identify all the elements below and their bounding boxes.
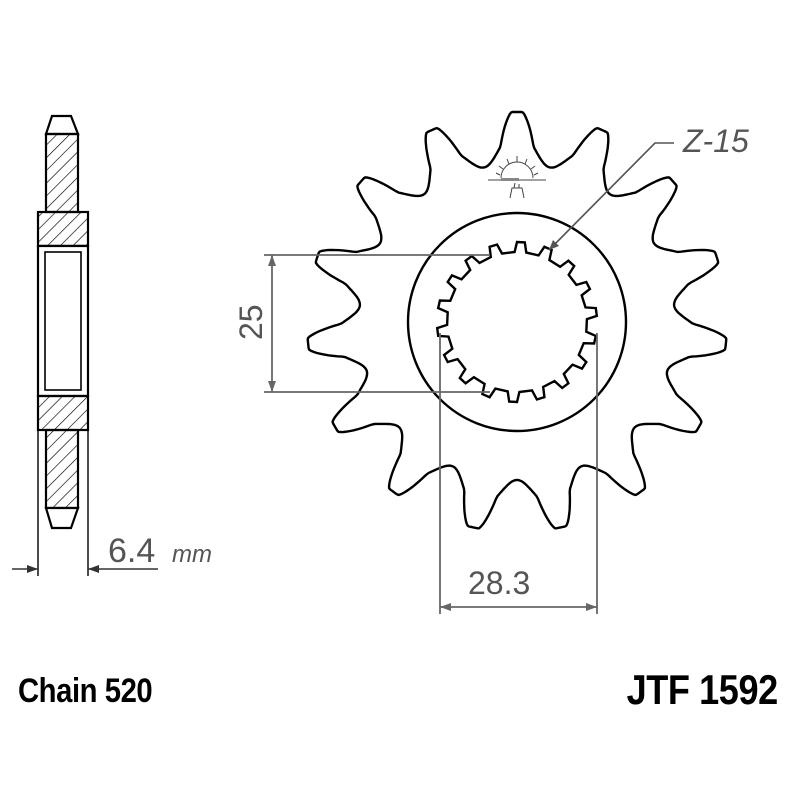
side-lower-hub-hatch <box>36 394 90 432</box>
side-view: 6.4 mm <box>12 114 212 576</box>
outer-diameter-value: 28.3 <box>468 565 530 601</box>
side-top-chamfer <box>44 114 80 136</box>
inner-diameter-value: 25 <box>233 304 269 340</box>
chain-size-label: Chain 520 <box>18 672 153 710</box>
front-view: Z-15 25 28.3 <box>233 110 749 614</box>
jt-logo-icon <box>488 156 546 199</box>
side-upper-hatch <box>44 132 80 214</box>
spline-outline <box>435 240 599 404</box>
side-upper-hub-hatch <box>36 210 90 248</box>
side-bottom-chamfer <box>44 506 80 530</box>
part-number-label: JTF 1592 <box>626 666 779 713</box>
hub-circle <box>406 211 628 433</box>
outer-diameter-dimension <box>439 333 598 614</box>
side-lower-hatch <box>44 428 80 510</box>
teeth-count-label: Z-15 <box>682 123 749 159</box>
inner-diameter-dimension <box>264 254 490 393</box>
sprocket-outline <box>306 110 728 530</box>
thickness-unit: mm <box>172 541 212 568</box>
teeth-leader-line <box>548 142 674 251</box>
thickness-value: 6.4 <box>108 532 155 570</box>
